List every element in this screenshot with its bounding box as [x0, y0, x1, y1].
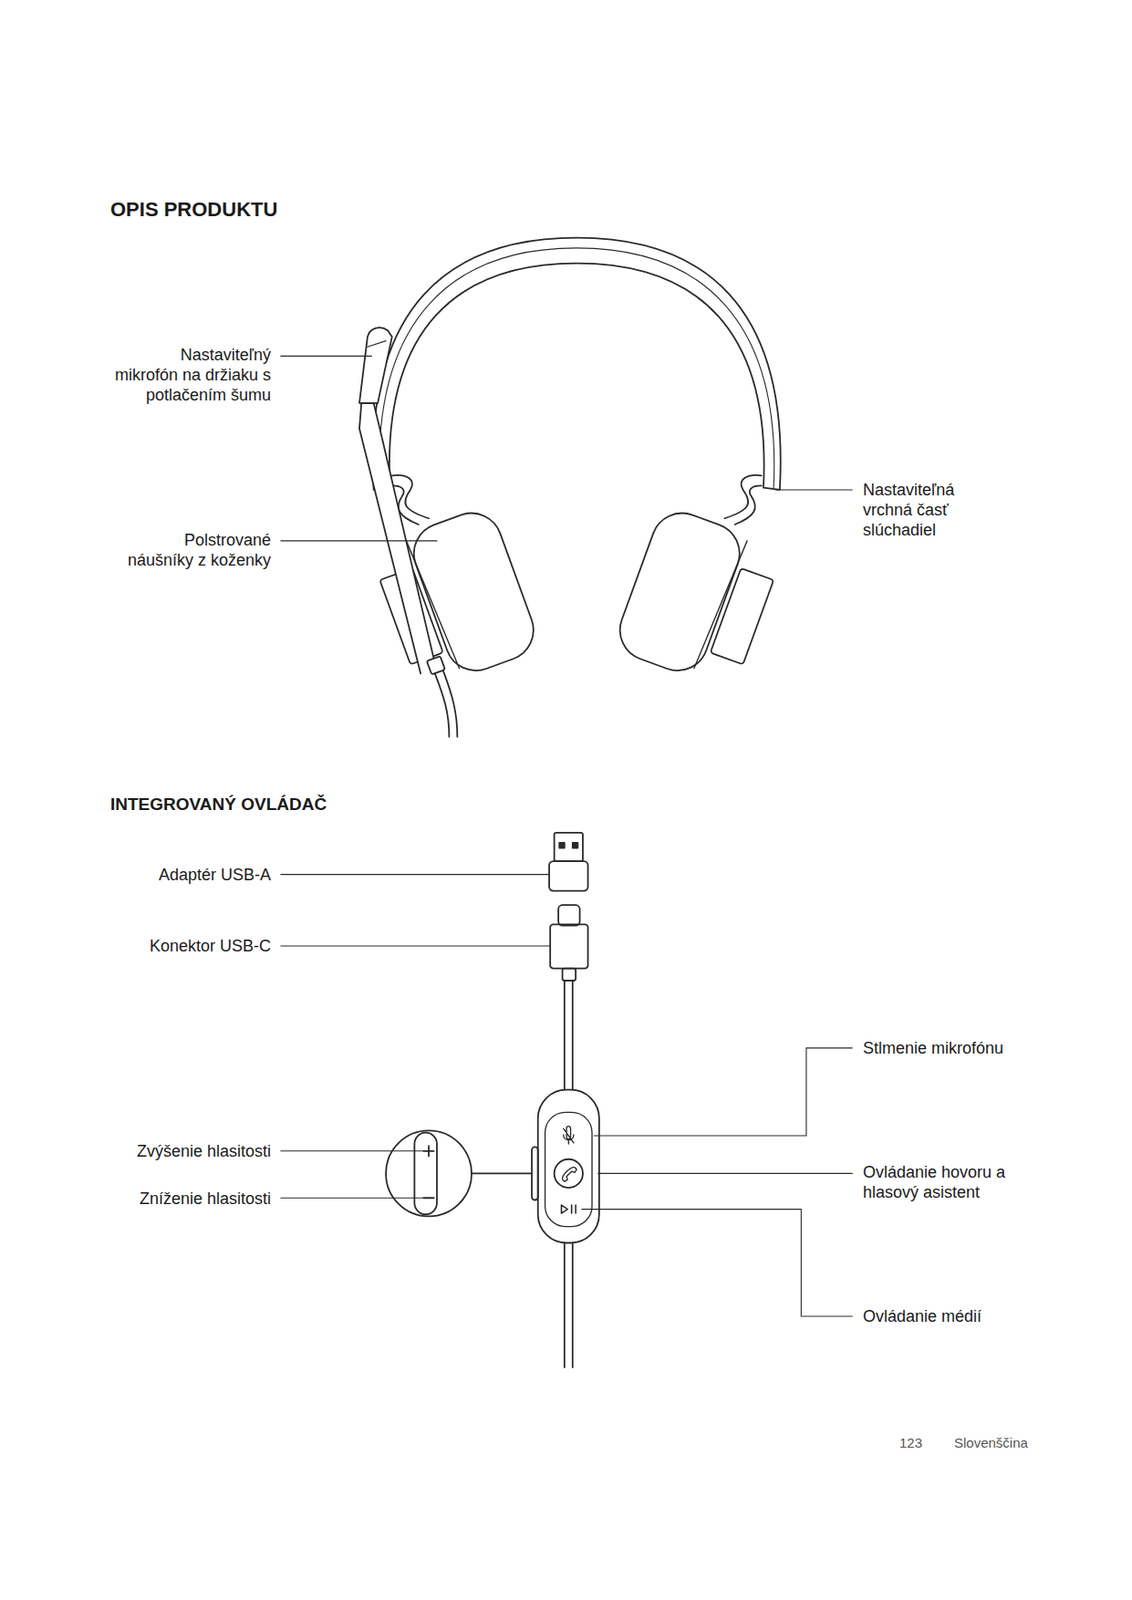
- yoke-right-2: [735, 485, 762, 525]
- language-label: Slovenščina: [954, 1434, 1029, 1452]
- volume-rocker-side: [531, 1146, 539, 1200]
- usb-a-body: [549, 861, 589, 891]
- yoke-right: [724, 475, 761, 519]
- phone-icon: [561, 1167, 577, 1183]
- usb-a-plug: [554, 832, 583, 862]
- part-label: Ovládanie médií: [862, 1306, 982, 1327]
- leader-lines: [280, 355, 852, 1317]
- page-number: 123: [899, 1434, 923, 1452]
- volume-zoom: [385, 1130, 472, 1216]
- part-label: Nastaviteľný mikrofón na držiaku s potla…: [114, 344, 271, 406]
- play-pause-icon: [560, 1204, 576, 1214]
- section-heading: INTEGROVANÝ OVLÁDAČ: [110, 793, 327, 815]
- part-label: Zvýšenie hlasitosti: [136, 1141, 271, 1162]
- part-label: Ovládanie hovoru a hlasový asistent: [862, 1162, 1018, 1203]
- part-label: Stlmenie mikrofónu: [862, 1038, 1004, 1059]
- part-label: Nastaviteľná vrchná časť slúchadiel: [862, 479, 996, 541]
- headband-inner: [379, 248, 775, 489]
- ear-housing-right: [710, 568, 774, 665]
- usb-c-body: [550, 924, 588, 968]
- part-label: Adaptér USB-A: [158, 864, 271, 885]
- mic-boom: [359, 403, 436, 674]
- part-label: Polstrované náušníky z koženky: [120, 529, 271, 571]
- inline-controller: [538, 1090, 600, 1244]
- part-label: Zníženie hlasitosti: [139, 1188, 271, 1209]
- usb-c-plug: [558, 904, 580, 925]
- mic-icon: [563, 1126, 574, 1144]
- mic-capsule: [359, 327, 393, 404]
- section-heading: OPIS PRODUKTU: [110, 197, 278, 222]
- call-button: [554, 1159, 583, 1188]
- headband: [373, 238, 781, 490]
- volume-rocker: [414, 1132, 437, 1215]
- part-label: Konektor USB-C: [149, 935, 271, 956]
